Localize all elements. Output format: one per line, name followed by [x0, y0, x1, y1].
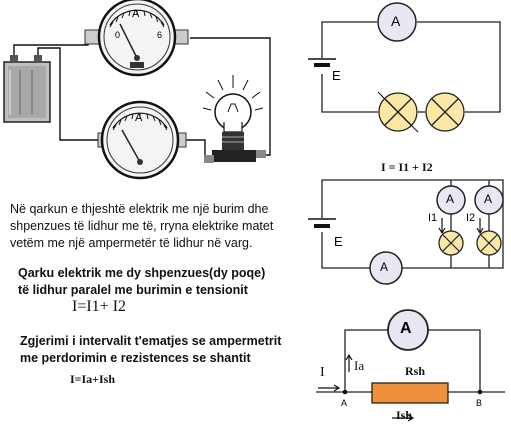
circuit2-ammeter-2 [474, 185, 504, 215]
circuit3-ammeter [387, 309, 429, 351]
circuit3-current-arrows [318, 353, 415, 422]
circuit2-main-ammeter [369, 251, 403, 285]
caption1-line2: shpenzues të lidhur me të, rryna elektri… [10, 219, 274, 233]
top-meter-scale-right: 6 [157, 30, 163, 40]
circuit2-current-arrows [438, 218, 484, 235]
circuit3-node-b-label: B [476, 398, 483, 408]
circuit2-current1-label: I1 [428, 212, 438, 224]
circuit3-ammeter-label: A [400, 320, 412, 337]
circuit3-shunt-current-label: Ish [396, 408, 413, 422]
bottom-meter-letter: A [135, 112, 143, 124]
circuit3-shunt-resistor [371, 382, 449, 404]
caption3-line2: me perdorimin e rezistences se shantit [20, 351, 251, 365]
top-meter-letter: A [132, 8, 140, 20]
circuit2-main-ammeter-label: A [380, 260, 389, 274]
circuit2-formula: I = I1 + I2 [381, 160, 433, 174]
circuit3-current-a-label: Ia [354, 358, 365, 373]
circuit3-shunt-label: Rsh [405, 364, 426, 378]
caption3-formula: I=Ia+Ish [70, 372, 116, 386]
caption2-line2: të lidhur paralel me burimin e tensionit [18, 283, 248, 297]
caption3-line1: Zgjerimi i intervalit t'ematjes se amper… [20, 334, 282, 348]
bottom-ammeter-illustration [97, 100, 187, 180]
light-bulb-icon [202, 75, 266, 163]
battery-icon [3, 55, 51, 123]
circuit1-ammeter-label: A [391, 13, 401, 29]
caption1-line1: Në qarkun e thjeshtë elektrik me një bur… [10, 202, 269, 216]
circuit2-source-label: E [334, 234, 343, 249]
caption2-formula: I=I1+ I2 [72, 298, 127, 315]
circuit2-battery-symbol [308, 218, 336, 228]
circuit2-current2-label: I2 [466, 212, 476, 224]
circuit3-node-a-label: A [341, 398, 348, 408]
circuit1-lamp [425, 92, 465, 132]
circuit3-current-in-label: I [320, 365, 325, 380]
circuit1-source-label: E [332, 68, 341, 83]
circuit2-ammeter-1 [436, 185, 466, 215]
circuit2-lamp-1 [438, 230, 464, 256]
circuit1-ammeter [377, 2, 417, 42]
top-ammeter-illustration [84, 0, 189, 77]
circuit3-node-a [342, 389, 348, 395]
top-meter-scale-left: 0 [115, 30, 121, 40]
circuit1-battery-symbol [308, 58, 336, 67]
circuit2-lamp-2 [476, 230, 502, 256]
circuit2-ammeter1-label: A [446, 192, 455, 206]
circuit2-ammeter2-label: A [484, 192, 493, 206]
caption2-line1: Qarku elektrik me dy shpenzues(dy poqe) [18, 266, 266, 280]
circuit3-node-b [477, 389, 483, 395]
caption1-line3: vetëm me një ampermetër të lidhur në var… [10, 236, 253, 250]
circuit1-lamp-broken [377, 91, 419, 133]
